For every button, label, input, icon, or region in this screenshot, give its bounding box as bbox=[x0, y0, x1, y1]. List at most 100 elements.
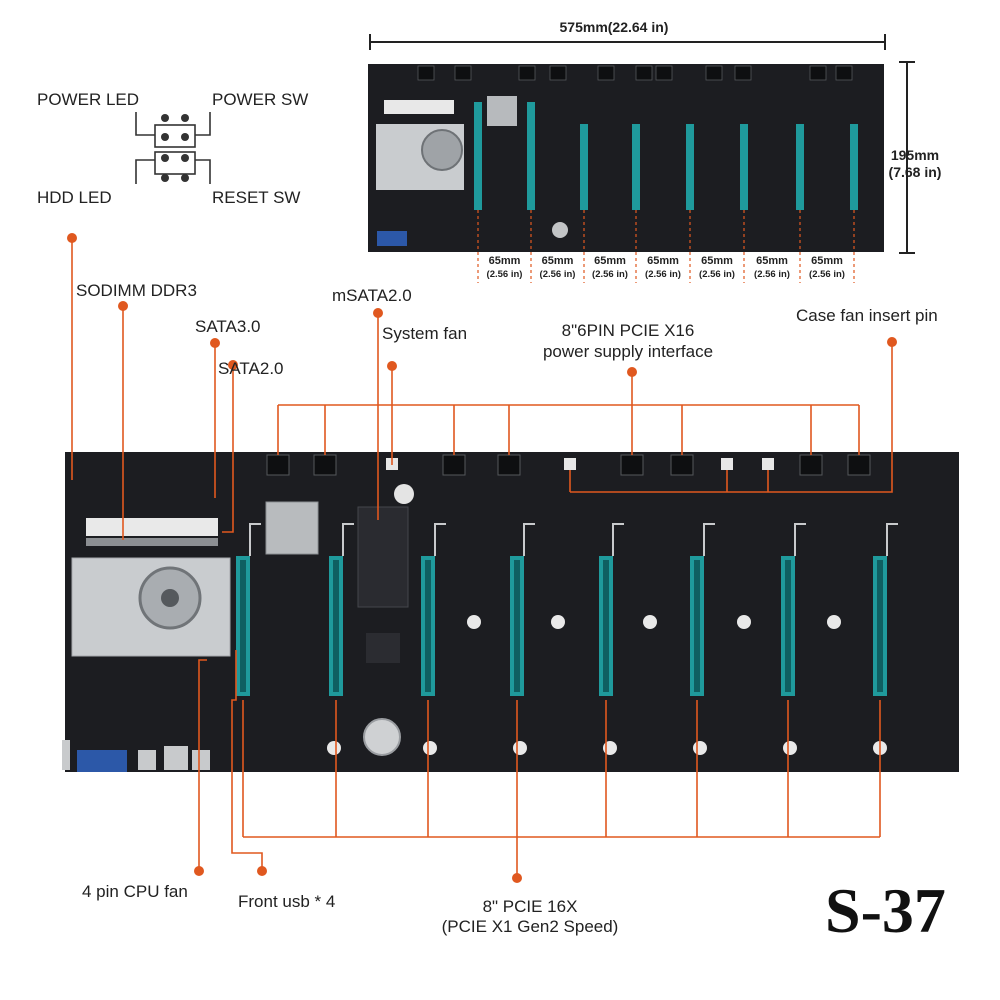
cpu-fan-label: 4 pin CPU fan bbox=[82, 882, 188, 901]
slot-spacing-labels: 65mm (2.56 in) 65mm (2.56 in) 65mm (2.56 in) 6… bbox=[477, 210, 855, 283]
top-connector bbox=[809, 65, 827, 81]
header-pin bbox=[161, 133, 169, 141]
spacing-mm-label: 65mm bbox=[647, 255, 679, 267]
msata-dot bbox=[373, 308, 383, 318]
top-connector bbox=[597, 65, 615, 81]
top-connector bbox=[655, 65, 673, 81]
spacing-in-label: (2.56 in) bbox=[699, 269, 735, 280]
height-label-mm: 195mm bbox=[891, 147, 939, 163]
sata3-label: SATA3.0 bbox=[195, 317, 261, 336]
hdd-led-leader bbox=[135, 159, 155, 184]
header-pin bbox=[181, 133, 189, 141]
front-usb-label: Front usb * 4 bbox=[238, 892, 335, 911]
mount-hole bbox=[551, 615, 565, 629]
front-panel-header-diagram: POWER LED POWER SW HDD LED RESET SW bbox=[37, 90, 308, 207]
pcie-power-connector bbox=[670, 454, 694, 476]
case-fan-drops bbox=[569, 470, 769, 492]
system-fan-dot bbox=[387, 361, 397, 371]
pcie-slots-label-line2: (PCIE X1 Gen2 Speed) bbox=[442, 917, 619, 936]
usb-port-1 bbox=[138, 750, 156, 770]
top-connector bbox=[734, 65, 752, 81]
riser-bracket bbox=[703, 523, 715, 556]
pcie-power-connector bbox=[313, 454, 337, 476]
mount-hole bbox=[643, 615, 657, 629]
top-pcie-slot bbox=[632, 124, 640, 210]
pcie-slots-drops bbox=[242, 700, 881, 837]
mount-hole bbox=[693, 741, 707, 755]
spacing-in-label: (2.56 in) bbox=[592, 269, 628, 280]
top-connector bbox=[635, 65, 653, 81]
power-sw-leader bbox=[195, 112, 211, 136]
top-power-connectors bbox=[417, 65, 853, 81]
top-vga-port bbox=[377, 231, 407, 246]
spacing-mm-label: 65mm bbox=[542, 255, 574, 267]
top-cpu-fan-icon bbox=[421, 129, 463, 171]
sodimm-label: SODIMM DDR3 bbox=[76, 281, 197, 300]
pcie-power-connectors bbox=[266, 454, 871, 476]
pcie-slots-dot bbox=[512, 873, 522, 883]
msata-label: mSATA2.0 bbox=[332, 286, 412, 305]
sodimm-slot bbox=[86, 518, 218, 536]
top-view: 575mm(22.64 in) 195mm (7.68 in) 65mm(2.5… bbox=[368, 19, 941, 283]
power-led-label: POWER LED bbox=[37, 90, 139, 109]
reset-sw-leader bbox=[195, 159, 211, 184]
top-pcie-slot bbox=[474, 102, 482, 210]
pcie-power-drops bbox=[277, 405, 860, 455]
pcie-slot-groove bbox=[425, 560, 431, 692]
power-led-leader bbox=[135, 112, 155, 136]
spacing-in-label: (2.56 in) bbox=[645, 269, 681, 280]
top-pcie-slot bbox=[686, 124, 694, 210]
buzzer bbox=[394, 484, 414, 504]
top-connector bbox=[835, 65, 853, 81]
callout-lines bbox=[71, 240, 893, 877]
top-connector bbox=[454, 65, 472, 81]
header-pin bbox=[181, 174, 189, 182]
riser-bracket bbox=[612, 523, 624, 556]
usb-port-2 bbox=[192, 750, 210, 770]
mount-hole bbox=[327, 741, 341, 755]
pcie-slots bbox=[236, 523, 898, 696]
pcie-slot-groove bbox=[240, 560, 246, 692]
top-connector bbox=[417, 65, 435, 81]
spacing-mm-label: 65mm bbox=[811, 255, 843, 267]
top-chipset-heatsink bbox=[487, 96, 517, 126]
pcie-power-connector bbox=[799, 454, 823, 476]
sodimm-latch bbox=[86, 538, 218, 546]
sata2-label: SATA2.0 bbox=[218, 359, 284, 378]
front-usb-leader bbox=[231, 650, 263, 870]
top-connector bbox=[518, 65, 536, 81]
mount-hole bbox=[737, 615, 751, 629]
cpu-fan-dot bbox=[194, 866, 204, 876]
top-pcie-slot bbox=[580, 124, 588, 210]
riser-bracket bbox=[886, 523, 898, 556]
top-connector bbox=[705, 65, 723, 81]
pcie-power-connector bbox=[442, 454, 466, 476]
case-fan-bus bbox=[570, 342, 893, 493]
mount-hole bbox=[423, 741, 437, 755]
top-pcie-slot bbox=[796, 124, 804, 210]
header-pin bbox=[181, 154, 189, 162]
spacing-mm-label: 65mm bbox=[756, 255, 788, 267]
case-fan-dot bbox=[887, 337, 897, 347]
riser-bracket bbox=[342, 523, 354, 556]
chipset-heatsink bbox=[265, 501, 319, 555]
lan-port bbox=[164, 746, 188, 770]
hdd-led-label: HDD LED bbox=[37, 188, 112, 207]
fan-header bbox=[564, 458, 576, 470]
pcie-slot-groove bbox=[514, 560, 520, 692]
pcie-slot-groove bbox=[877, 560, 883, 692]
top-cmos-battery bbox=[552, 222, 568, 238]
riser-bracket bbox=[523, 523, 535, 556]
front-usb-dot bbox=[257, 866, 267, 876]
header-pin bbox=[161, 174, 169, 182]
pcie-power-label-line2: power supply interface bbox=[543, 342, 713, 361]
cmos-battery bbox=[363, 718, 401, 756]
sodimm-dot bbox=[118, 301, 128, 311]
cpu-fan-hub bbox=[161, 589, 179, 607]
mount-hole bbox=[827, 615, 841, 629]
front-panel-dot bbox=[67, 233, 77, 243]
case-fan-label: Case fan insert pin bbox=[796, 306, 938, 325]
header-pin bbox=[161, 114, 169, 122]
pcie-power-connector bbox=[497, 454, 521, 476]
